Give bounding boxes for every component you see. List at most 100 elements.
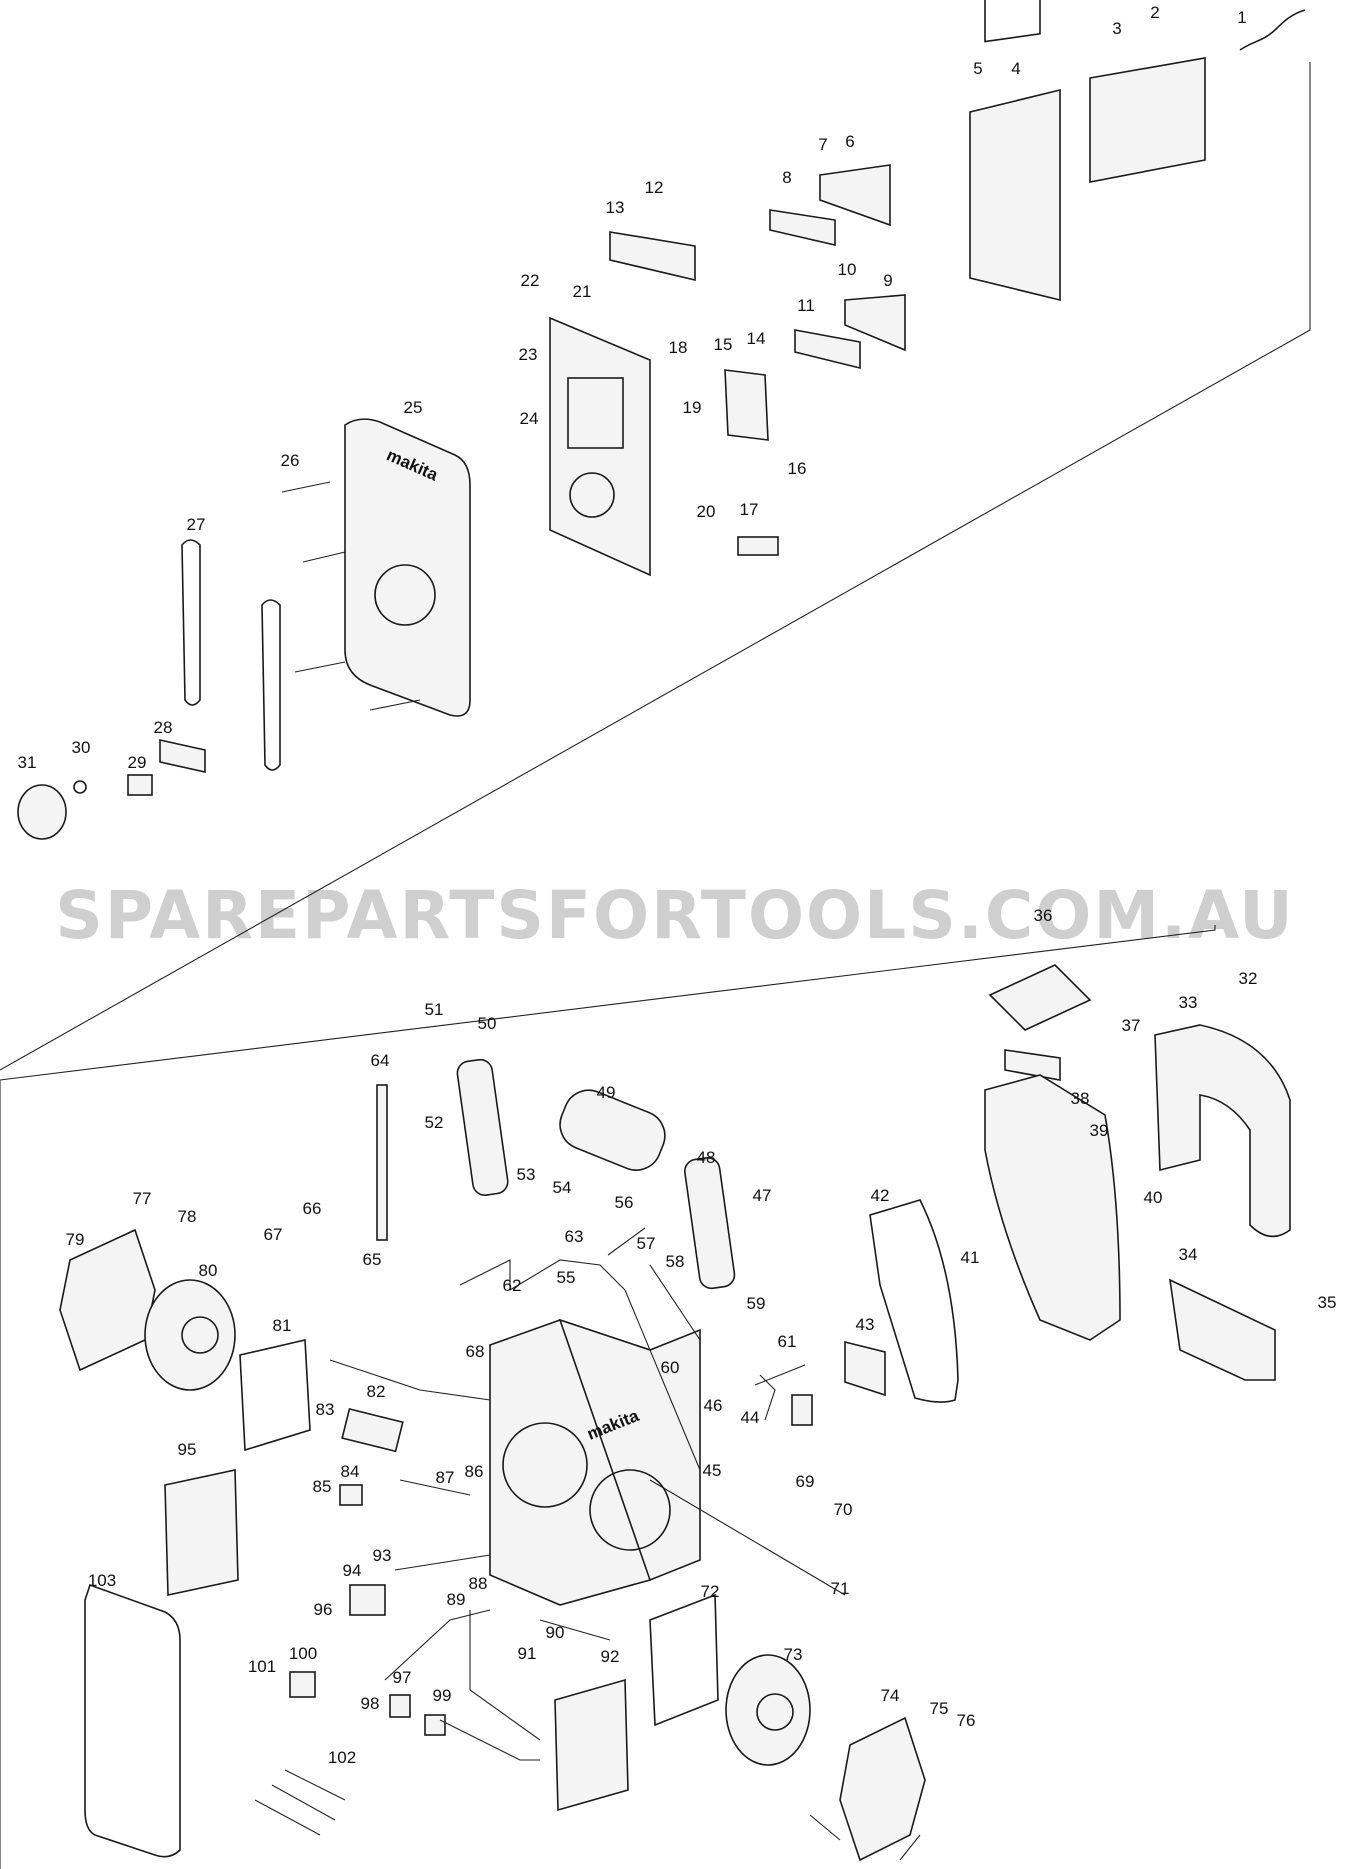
speaker-gasket-right [649, 1593, 719, 1727]
part-label: 72 [701, 1582, 720, 1601]
part-label: 16 [788, 459, 807, 478]
part-label: 24 [520, 409, 539, 428]
small-pcb [349, 1584, 386, 1616]
part-label: 58 [666, 1252, 685, 1271]
part-label: 101 [248, 1657, 276, 1676]
part-label: 95 [178, 1440, 197, 1459]
watermark-text: SPAREPARTSFORTOOLS.COM.AU [55, 877, 1295, 954]
speaker-panel-left [164, 1469, 239, 1596]
part-label: 89 [447, 1590, 466, 1609]
part-label: 62 [503, 1276, 522, 1295]
speaker-right [725, 1654, 811, 1766]
rear-roller [559, 1089, 666, 1171]
part-label: 77 [133, 1189, 152, 1208]
speaker-grill-plate [724, 369, 769, 441]
part-label: 3 [1112, 19, 1121, 38]
part-label: 18 [669, 338, 688, 357]
part-label: 80 [199, 1261, 218, 1280]
part-label: 17 [740, 500, 759, 519]
pcb-display [984, 0, 1041, 43]
part-label: 85 [313, 1477, 332, 1496]
front-panel-speaker-ring [569, 472, 615, 518]
part-label: 42 [871, 1186, 890, 1205]
antenna-wire [1239, 9, 1306, 51]
part-label: 57 [637, 1234, 656, 1253]
button-bracket-lower [844, 294, 906, 352]
part-label: 61 [778, 1332, 797, 1351]
large-gasket [84, 1583, 181, 1858]
roller-bracket-left [456, 1058, 509, 1196]
knob-washer [73, 780, 87, 794]
tuning-knob [17, 784, 67, 840]
speaker-gasket-left [239, 1339, 311, 1452]
small-switch [339, 1484, 363, 1506]
front-panel [549, 316, 651, 577]
part-label: 5 [973, 59, 982, 78]
part-label: 97 [393, 1668, 412, 1687]
part-label: 15 [714, 335, 733, 354]
part-label: 90 [546, 1623, 565, 1642]
part-label: 45 [703, 1461, 722, 1480]
part-label: 46 [704, 1396, 723, 1415]
part-label: 23 [519, 345, 538, 364]
jack-bracket [341, 1407, 404, 1453]
part-label: 19 [683, 398, 702, 417]
part-label: 38 [1071, 1089, 1090, 1108]
speaker-left [144, 1279, 236, 1391]
part-label: 54 [553, 1178, 572, 1197]
part-label: 66 [303, 1199, 322, 1218]
frame-screws [281, 481, 421, 711]
dc-jack [289, 1671, 316, 1698]
part-label: 84 [341, 1462, 360, 1481]
part-label: 71 [831, 1579, 850, 1598]
latch-plate [159, 739, 206, 773]
part-label: 33 [1179, 993, 1198, 1012]
latch-clip [127, 774, 153, 796]
front-panel-display [567, 377, 624, 449]
part-label: 69 [796, 1472, 815, 1491]
button-strip-lower [794, 329, 861, 370]
part-label: 25 [404, 398, 423, 417]
part-label: 50 [478, 1014, 497, 1033]
telescopic-antenna-body [376, 1084, 388, 1241]
bottom-foot [1168, 1278, 1276, 1381]
part-label: 35 [1318, 1293, 1337, 1312]
speaker-right-cone [756, 1693, 794, 1731]
front-frame [344, 418, 471, 717]
part-label: 102 [328, 1748, 356, 1767]
part-label: 52 [425, 1113, 444, 1132]
part-label: 63 [565, 1227, 584, 1246]
part-label: 44 [741, 1408, 760, 1427]
button-strip-upper [769, 209, 836, 247]
part-label: 8 [782, 168, 791, 187]
part-label: 75 [930, 1699, 949, 1718]
housing-speaker-opening-right [589, 1469, 671, 1551]
part-label: 76 [957, 1711, 976, 1730]
part-label: 34 [1179, 1245, 1198, 1264]
part-label: 86 [465, 1462, 484, 1481]
part-label: 59 [747, 1294, 766, 1313]
button-bracket-upper [819, 164, 891, 227]
part-label: 73 [784, 1645, 803, 1664]
part-label: 91 [518, 1644, 537, 1663]
part-label: 43 [856, 1315, 875, 1334]
part-label: 53 [517, 1165, 536, 1184]
part-label: 94 [343, 1561, 362, 1580]
part-label: 103 [88, 1571, 116, 1590]
rear-plate [1089, 57, 1206, 183]
part-label: 82 [367, 1382, 386, 1401]
part-label: 28 [154, 718, 173, 737]
part-label: 36 [1034, 906, 1053, 925]
battery-cover-grill [988, 964, 1092, 1031]
part-label: 100 [289, 1644, 317, 1663]
part-label: 37 [1122, 1016, 1141, 1035]
part-label: 93 [373, 1546, 392, 1565]
part-label: 47 [753, 1186, 772, 1205]
part-label: 2 [1150, 3, 1159, 22]
main-pcb [969, 88, 1061, 302]
housing-speaker-opening-left [502, 1422, 588, 1508]
part-label: 6 [845, 132, 854, 151]
dc-cover [791, 1394, 813, 1426]
part-label: 68 [466, 1342, 485, 1361]
